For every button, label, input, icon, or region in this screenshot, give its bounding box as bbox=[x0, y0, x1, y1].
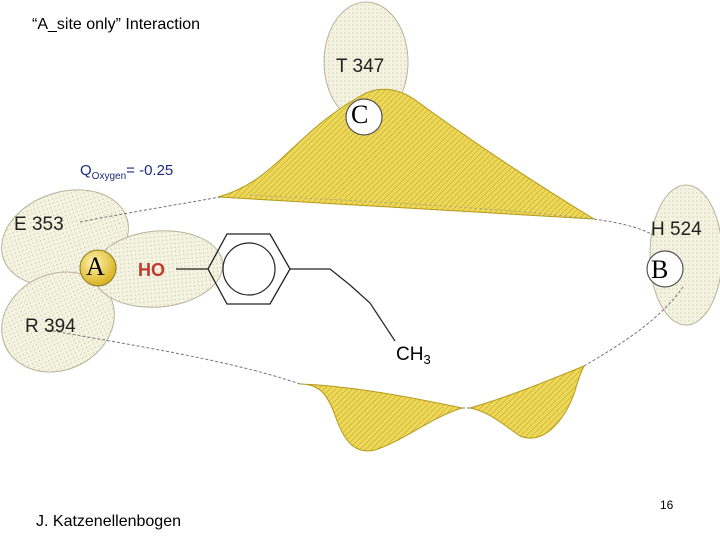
pocket-boundary-bottom bbox=[47, 286, 684, 409]
charge-value: = -0.25 bbox=[126, 162, 174, 179]
residue-label-r394: R 394 bbox=[25, 316, 76, 337]
ligand-aromatic-circle bbox=[222, 242, 276, 296]
residue-ellipse-h524 bbox=[649, 184, 720, 326]
contact-surface-bottom-right bbox=[469, 365, 586, 439]
methyl-subscript: 3 bbox=[423, 352, 431, 367]
charge-prefix: Q bbox=[80, 162, 92, 179]
site-a-label: A bbox=[86, 252, 105, 281]
site-b-label: B bbox=[651, 255, 669, 284]
author-credit: J. Katzenellenbogen bbox=[36, 513, 181, 530]
ligand-alkyl-chain bbox=[290, 268, 396, 342]
residue-label-h524: H 524 bbox=[651, 219, 702, 240]
residue-label-t347: T 347 bbox=[336, 56, 385, 77]
contact-surface-top bbox=[217, 88, 595, 220]
site-b-marker bbox=[646, 250, 684, 288]
charge-label: QOxygen= -0.25 bbox=[80, 162, 173, 182]
methyl-text: CH bbox=[396, 344, 424, 365]
page-number: 16 bbox=[660, 498, 674, 512]
pocket-boundary-top-inner bbox=[249, 194, 595, 220]
methyl-label: CH3 bbox=[396, 344, 431, 367]
site-a-marker bbox=[79, 249, 117, 287]
pocket-boundary-top bbox=[79, 196, 656, 237]
hydroxyl-label: HO bbox=[138, 260, 165, 280]
contact-surface-bottom-left bbox=[299, 383, 464, 452]
charge-subscript: Oxygen bbox=[91, 171, 127, 182]
residue-label-e353: E 353 bbox=[14, 214, 64, 235]
site-c-label: C bbox=[351, 100, 369, 129]
site-c-marker bbox=[345, 98, 383, 136]
slide-title: “A_site only” Interaction bbox=[32, 16, 201, 33]
